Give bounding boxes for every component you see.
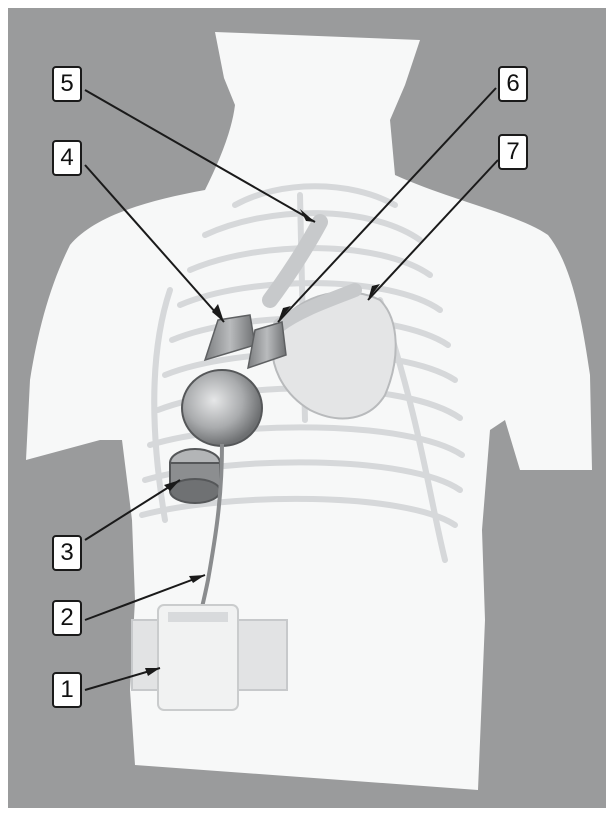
callout-1: 1 [52, 672, 82, 708]
callout-3: 3 [52, 535, 82, 571]
pump-body [182, 370, 262, 446]
callout-4: 4 [52, 140, 82, 176]
callout-6: 6 [498, 66, 528, 102]
callout-5: 5 [52, 66, 82, 102]
controller-clip [168, 612, 228, 622]
callout-2: 2 [52, 600, 82, 636]
callout-7: 7 [498, 134, 528, 170]
